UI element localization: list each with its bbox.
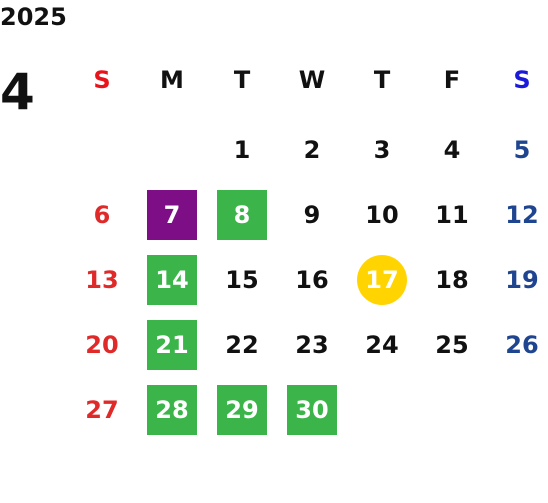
weekday-header: S bbox=[93, 66, 111, 94]
month-label: 4 bbox=[0, 63, 35, 121]
day-cell[interactable]: 22 bbox=[225, 331, 259, 359]
day-cell[interactable]: 5 bbox=[513, 136, 531, 164]
day-cell[interactable]: 3 bbox=[373, 136, 391, 164]
day-cell[interactable]: 15 bbox=[225, 266, 259, 294]
weekday-header: T bbox=[233, 66, 251, 94]
day-cell[interactable]: 23 bbox=[295, 331, 329, 359]
weekday-header: F bbox=[443, 66, 461, 94]
weekday-header: T bbox=[373, 66, 391, 94]
day-cell[interactable]: 20 bbox=[85, 331, 119, 359]
day-cell[interactable]: 1 bbox=[233, 136, 251, 164]
day-cell[interactable]: 2 bbox=[303, 136, 321, 164]
day-cell[interactable]: 19 bbox=[505, 266, 539, 294]
weekday-header: W bbox=[298, 66, 326, 94]
day-cell[interactable]: 6 bbox=[93, 201, 111, 229]
day-cell[interactable]: 17 bbox=[357, 255, 407, 305]
day-cell[interactable]: 13 bbox=[85, 266, 119, 294]
day-cell[interactable]: 4 bbox=[443, 136, 461, 164]
weekday-header: M bbox=[160, 66, 184, 94]
weekday-header: S bbox=[513, 66, 531, 94]
day-cell[interactable]: 18 bbox=[435, 266, 469, 294]
day-cell[interactable]: 7 bbox=[147, 190, 197, 240]
year-label: 2025 bbox=[0, 3, 67, 31]
day-cell[interactable]: 11 bbox=[435, 201, 469, 229]
day-cell[interactable]: 27 bbox=[85, 396, 119, 424]
day-cell[interactable]: 26 bbox=[505, 331, 539, 359]
day-cell[interactable]: 10 bbox=[365, 201, 399, 229]
day-cell[interactable]: 14 bbox=[147, 255, 197, 305]
day-cell[interactable]: 16 bbox=[295, 266, 329, 294]
day-cell[interactable]: 30 bbox=[287, 385, 337, 435]
day-cell[interactable]: 24 bbox=[365, 331, 399, 359]
day-cell[interactable]: 12 bbox=[505, 201, 539, 229]
day-cell[interactable]: 28 bbox=[147, 385, 197, 435]
day-cell[interactable]: 25 bbox=[435, 331, 469, 359]
day-cell[interactable]: 9 bbox=[303, 201, 321, 229]
day-cell[interactable]: 8 bbox=[217, 190, 267, 240]
day-cell[interactable]: 21 bbox=[147, 320, 197, 370]
day-cell[interactable]: 29 bbox=[217, 385, 267, 435]
